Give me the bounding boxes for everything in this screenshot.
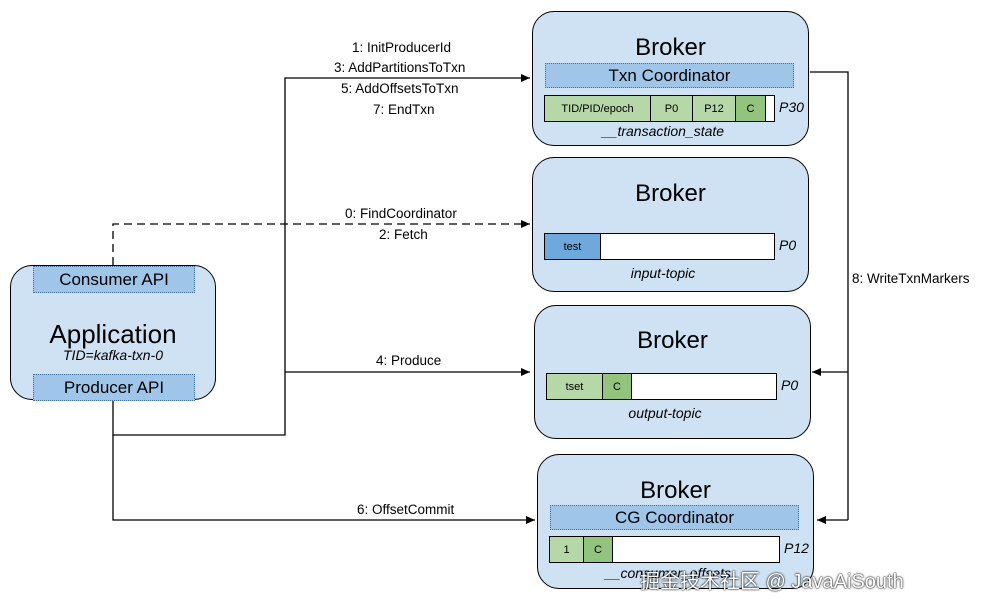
consumer-api-box: Consumer API [33, 266, 195, 293]
producer-api-box: Producer API [33, 374, 195, 401]
edge-label-add-partitions: 3: AddPartitionsToTxn [334, 60, 466, 75]
input-topic-log: test [544, 233, 775, 260]
application-box: Consumer API Application TID=kafka-txn-0… [10, 265, 216, 401]
write-txn-markers-edge [810, 71, 849, 520]
partition-label: P30 [779, 99, 804, 115]
application-title: Application [49, 319, 177, 349]
broker-txn-coordinator: Broker Txn Coordinator TID/PID/epoch P0 … [532, 11, 809, 146]
log-cell-commit: C [736, 96, 766, 121]
edge-label-write-txn-markers: 8: WriteTxnMarkers [852, 271, 970, 286]
edge-label-produce: 4: Produce [376, 353, 442, 368]
broker-output-topic: Broker tset C P0 output-topic [534, 305, 811, 439]
edge-label-offset-commit: 6: OffsetCommit [357, 502, 455, 517]
topic-label: __consumer_offsets [604, 565, 732, 581]
cg-coordinator-label: CG Coordinator [614, 508, 735, 527]
edge-label-find-coordinator: 0: FindCoordinator [345, 206, 457, 221]
topic-label: output-topic [628, 405, 702, 421]
edge-label-add-offsets: 5: AddOffsetsToTxn [341, 81, 459, 96]
log-cell-tset: tset [547, 374, 603, 399]
producer-api-label: Producer API [63, 378, 165, 397]
edge-label-end-txn: 7: EndTxn [373, 102, 435, 117]
edge-label-init-producer-id: 1: InitProducerId [352, 40, 452, 55]
topic-label: __transaction_state [601, 123, 725, 139]
broker-title: Broker [637, 327, 708, 354]
broker-title: Broker [640, 477, 711, 504]
log-cell-p0: P0 [651, 96, 693, 121]
log-cell-commit: C [603, 374, 632, 399]
output-topic-log: tset C [546, 373, 777, 400]
broker-title: Broker [635, 34, 706, 61]
edge-label-fetch: 2: Fetch [379, 227, 428, 242]
txn-coordinator-box: Txn Coordinator [545, 63, 794, 88]
topic-label: input-topic [630, 265, 696, 281]
broker-input-topic: Broker test P0 input-topic [532, 157, 809, 292]
log-cell-commit: C [584, 537, 613, 562]
partition-label: P0 [781, 377, 799, 393]
consumer-offsets-log: 1 C [549, 536, 780, 563]
partition-label: P12 [784, 540, 809, 556]
txn-request-edge [112, 74, 530, 436]
partition-label: P0 [779, 237, 797, 253]
watermark: 掘金技术社区 @ JavaAiSouth [640, 571, 904, 593]
consumer-api-label: Consumer API [59, 270, 169, 289]
log-cell-offset: 1 [550, 537, 584, 562]
log-cell-p12: P12 [693, 96, 736, 121]
broker-title: Broker [635, 180, 706, 207]
offset-commit-edge [112, 435, 535, 524]
cg-coordinator-box: CG Coordinator [550, 505, 799, 530]
transaction-state-log: TID/PID/epoch P0 P12 C [544, 95, 775, 122]
txn-coordinator-label: Txn Coordinator [608, 66, 731, 85]
log-cell-tid-pid-epoch: TID/PID/epoch [545, 96, 651, 121]
log-cell-test: test [545, 234, 601, 259]
broker-cg-coordinator: Broker CG Coordinator 1 C P12 __consumer… [537, 454, 814, 589]
find-coordinator-edge [112, 220, 530, 265]
application-tid: TID=kafka-txn-0 [63, 347, 163, 363]
